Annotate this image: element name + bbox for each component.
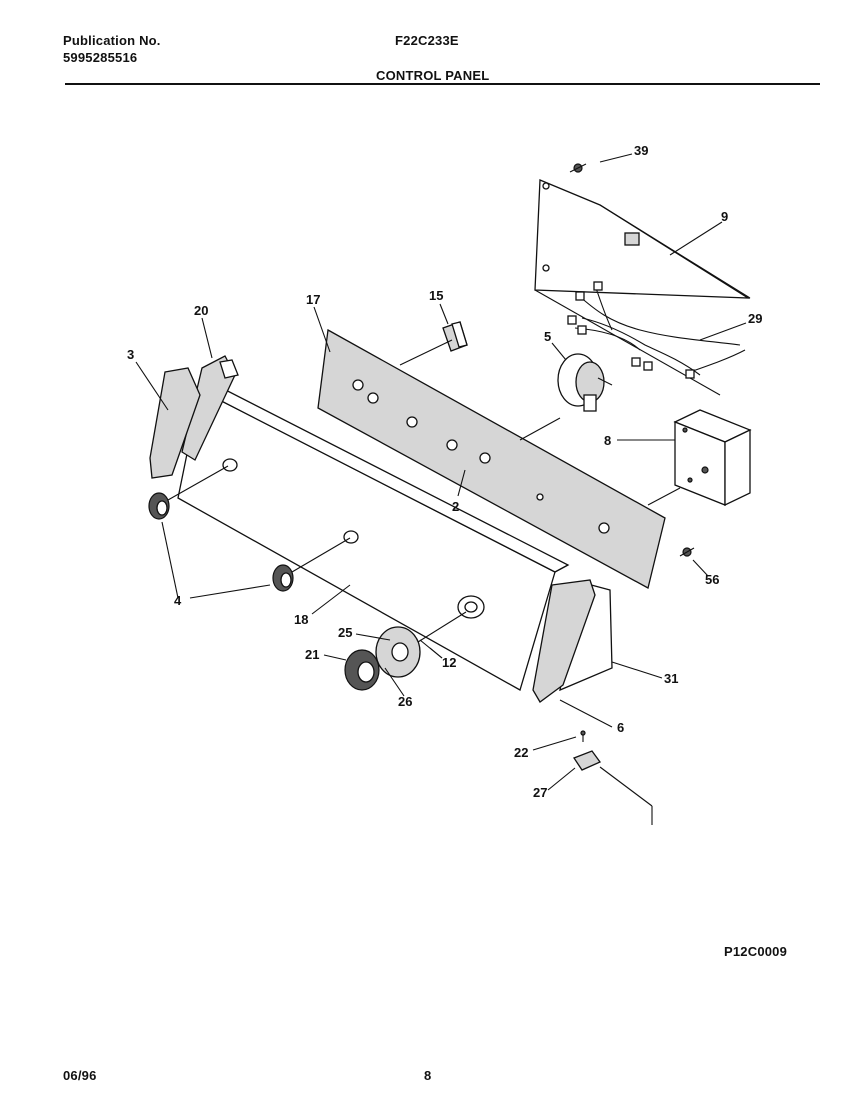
part-3-left-end-cap: [149, 367, 201, 479]
part-21-dial-knob: [344, 649, 380, 691]
publication-number: 5995285516: [63, 50, 138, 65]
part-29-wire-harness: [567, 281, 746, 379]
part-4-knob-lower: [272, 564, 294, 592]
part-22-screw: [580, 730, 586, 742]
part-8-timer-box: [673, 409, 752, 507]
callout-26: 26: [398, 694, 412, 709]
callout-12: 12: [442, 655, 456, 670]
part-5-motor: [557, 353, 613, 412]
callout-27: 27: [533, 785, 547, 800]
callout-25: 25: [338, 625, 352, 640]
callout-22: 22: [514, 745, 528, 760]
part-56-screw: [679, 547, 695, 557]
header-rule: [65, 83, 820, 85]
footer-page-number: 8: [424, 1068, 432, 1083]
part-17-control-board: [317, 328, 666, 589]
callout-31: 31: [664, 671, 678, 686]
callout-39: 39: [634, 143, 648, 158]
figure-code: P12C0009: [724, 944, 788, 959]
part-39-screw: [569, 163, 587, 173]
callout-2: 2: [452, 499, 459, 514]
section-title: CONTROL PANEL: [376, 68, 490, 83]
callout-21: 21: [305, 647, 319, 662]
callout-9: 9: [721, 209, 728, 224]
part-4-knob-upper: [148, 492, 170, 520]
callout-18: 18: [294, 612, 308, 627]
callout-6: 6: [617, 720, 624, 735]
callout-5: 5: [544, 329, 551, 344]
callout-4: 4: [174, 593, 182, 608]
part-25-dial-skirt: [375, 626, 421, 678]
callout-3: 3: [127, 347, 134, 362]
callout-8: 8: [604, 433, 611, 448]
part-31-right-end-cap: [532, 579, 613, 703]
callout-29: 29: [748, 311, 762, 326]
part-27-clip: [573, 750, 601, 771]
callout-15: 15: [429, 288, 443, 303]
callout-17: 17: [306, 292, 320, 307]
footer-date: 06/96: [63, 1068, 97, 1083]
callout-56: 56: [705, 572, 719, 587]
part-15-switch: [442, 321, 468, 352]
publication-label: Publication No.: [63, 33, 161, 48]
model-number: F22C233E: [395, 33, 459, 48]
callout-20: 20: [194, 303, 208, 318]
